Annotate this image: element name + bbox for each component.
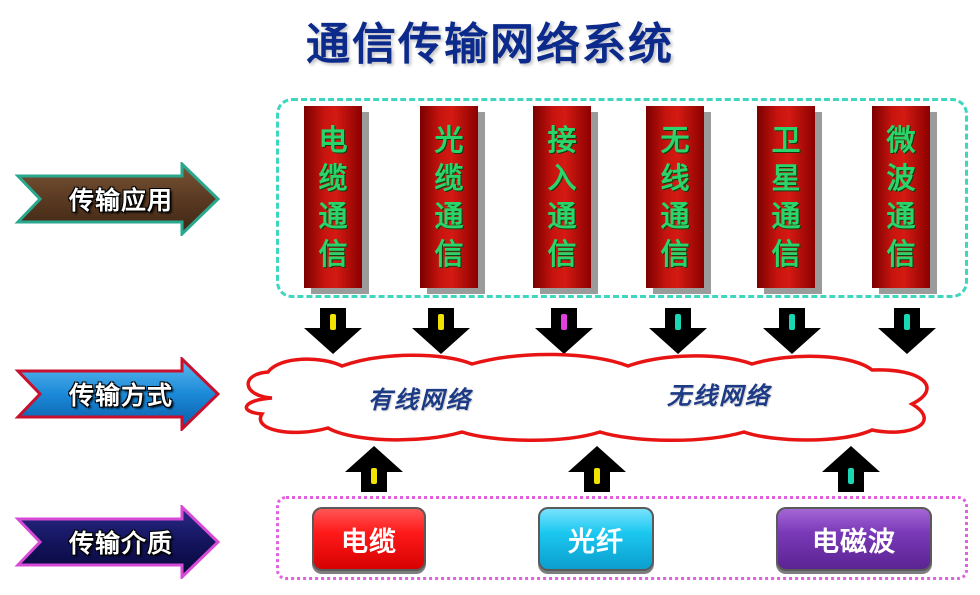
up-arrow-em-wave xyxy=(822,446,880,492)
up-arrow-fiber xyxy=(568,446,626,492)
down-arrow-marker-satellite xyxy=(789,314,795,330)
app-label-optical: 光缆通信 xyxy=(434,123,464,271)
down-arrow-marker-optical xyxy=(438,314,444,330)
medium-label-fiber: 光纤 xyxy=(568,526,624,558)
down-arrow-optical xyxy=(412,308,470,354)
down-arrow-cable xyxy=(304,308,362,354)
app-pillar-cable: 电缆通信 xyxy=(304,106,362,288)
layer-arrow-medium: 传输介质 xyxy=(14,505,222,579)
app-pillar-access: 接入通信 xyxy=(533,106,591,288)
network-cloud xyxy=(244,352,929,443)
up-arrow-marker-em-wave xyxy=(848,468,854,484)
layer-label-medium: 传输介质 xyxy=(68,529,173,558)
medium-box-cable: 电缆 xyxy=(312,507,426,571)
network-label-wired: 有线网络 xyxy=(368,386,472,414)
app-pillar-wireless: 无线通信 xyxy=(646,106,704,288)
down-arrow-access xyxy=(535,308,593,354)
down-arrow-satellite xyxy=(763,308,821,354)
app-pillar-optical: 光缆通信 xyxy=(420,106,478,288)
medium-group-frame xyxy=(276,496,968,580)
app-label-access: 接入通信 xyxy=(547,123,577,271)
medium-label-em-wave: 电磁波 xyxy=(812,526,896,558)
down-arrow-microwave xyxy=(878,308,936,354)
layer-arrow-application: 传输应用 xyxy=(14,162,222,236)
network-label-wireless: 无线网络 xyxy=(667,382,771,410)
medium-label-cable: 电缆 xyxy=(341,526,397,558)
up-arrow-marker-fiber xyxy=(594,468,600,484)
diagram-title: 通信传输网络系统 xyxy=(306,19,674,70)
down-arrow-marker-access xyxy=(561,314,567,330)
medium-box-em-wave: 电磁波 xyxy=(776,507,932,571)
layer-label-application: 传输应用 xyxy=(68,186,173,215)
app-pillar-satellite: 卫星通信 xyxy=(757,106,815,288)
app-pillar-microwave: 微波通信 xyxy=(872,106,930,288)
up-arrow-marker-cable xyxy=(371,468,377,484)
app-label-microwave: 微波通信 xyxy=(886,123,916,271)
medium-box-fiber: 光纤 xyxy=(538,507,654,571)
down-arrow-marker-wireless xyxy=(675,314,681,330)
application-group-frame xyxy=(276,98,968,298)
layer-label-method: 传输方式 xyxy=(68,381,173,410)
up-arrow-cable xyxy=(345,446,403,492)
app-label-satellite: 卫星通信 xyxy=(771,123,801,271)
down-arrow-marker-microwave xyxy=(904,314,910,330)
down-arrow-wireless xyxy=(649,308,707,354)
layer-arrow-method: 传输方式 xyxy=(14,357,222,431)
app-label-wireless: 无线通信 xyxy=(660,123,690,271)
app-label-cable: 电缆通信 xyxy=(318,123,348,271)
down-arrow-marker-cable xyxy=(330,314,336,330)
